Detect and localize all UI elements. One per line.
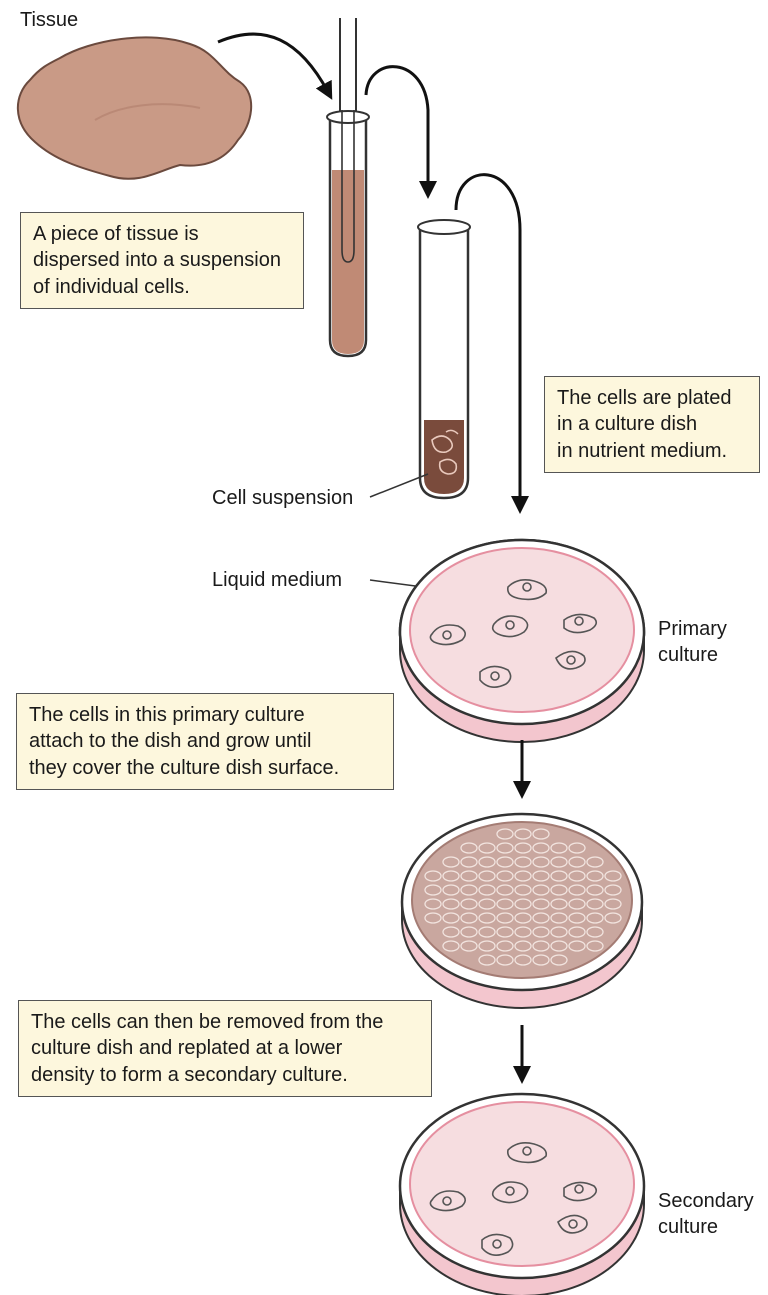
caption-replate-line2: culture dish and replated at a lower bbox=[31, 1035, 419, 1061]
primary-culture-label: Primary culture bbox=[658, 616, 727, 668]
caption-disperse: A piece of tissue is dispersed into a su… bbox=[20, 212, 304, 309]
caption-disperse-line3: of individual cells. bbox=[33, 274, 291, 300]
caption-attach-line1: The cells in this primary culture bbox=[29, 702, 381, 728]
caption-attach-line2: attach to the dish and grow until bbox=[29, 728, 381, 754]
caption-plated: The cells are plated in a culture dish i… bbox=[544, 376, 760, 473]
caption-replate-line3: density to form a secondary culture. bbox=[31, 1062, 419, 1088]
secondary-culture-label: Secondary culture bbox=[658, 1188, 754, 1240]
secondary-culture-label-line1: Secondary bbox=[658, 1188, 754, 1214]
tissue-piece bbox=[18, 37, 251, 178]
confluent-culture-dish bbox=[402, 814, 642, 1008]
primary-culture-label-line1: Primary bbox=[658, 616, 727, 642]
primary-culture-label-line2: culture bbox=[658, 642, 727, 668]
tissue-label: Tissue bbox=[20, 8, 78, 32]
secondary-culture-label-line2: culture bbox=[658, 1214, 754, 1240]
secondary-culture-dish bbox=[400, 1094, 644, 1295]
caption-plated-line1: The cells are plated bbox=[557, 385, 747, 411]
test-tube-cell-suspension bbox=[418, 220, 470, 498]
caption-attach: The cells in this primary culture attach… bbox=[16, 693, 394, 790]
caption-disperse-line2: dispersed into a suspension bbox=[33, 247, 291, 273]
caption-disperse-line1: A piece of tissue is bbox=[33, 221, 291, 247]
pipette bbox=[340, 18, 356, 112]
liquid-medium-label: Liquid medium bbox=[212, 568, 342, 592]
arrow-to-cell-tube bbox=[366, 67, 428, 190]
caption-plated-line2: in a culture dish bbox=[557, 411, 747, 437]
caption-replate-line1: The cells can then be removed from the bbox=[31, 1009, 419, 1035]
caption-replate: The cells can then be removed from the c… bbox=[18, 1000, 432, 1097]
primary-culture-dish bbox=[400, 540, 644, 742]
test-tube-tissue bbox=[327, 110, 369, 356]
caption-plated-line3: in nutrient medium. bbox=[557, 438, 747, 464]
caption-attach-line3: they cover the culture dish surface. bbox=[29, 755, 381, 781]
cell-suspension-label: Cell suspension bbox=[212, 486, 353, 510]
